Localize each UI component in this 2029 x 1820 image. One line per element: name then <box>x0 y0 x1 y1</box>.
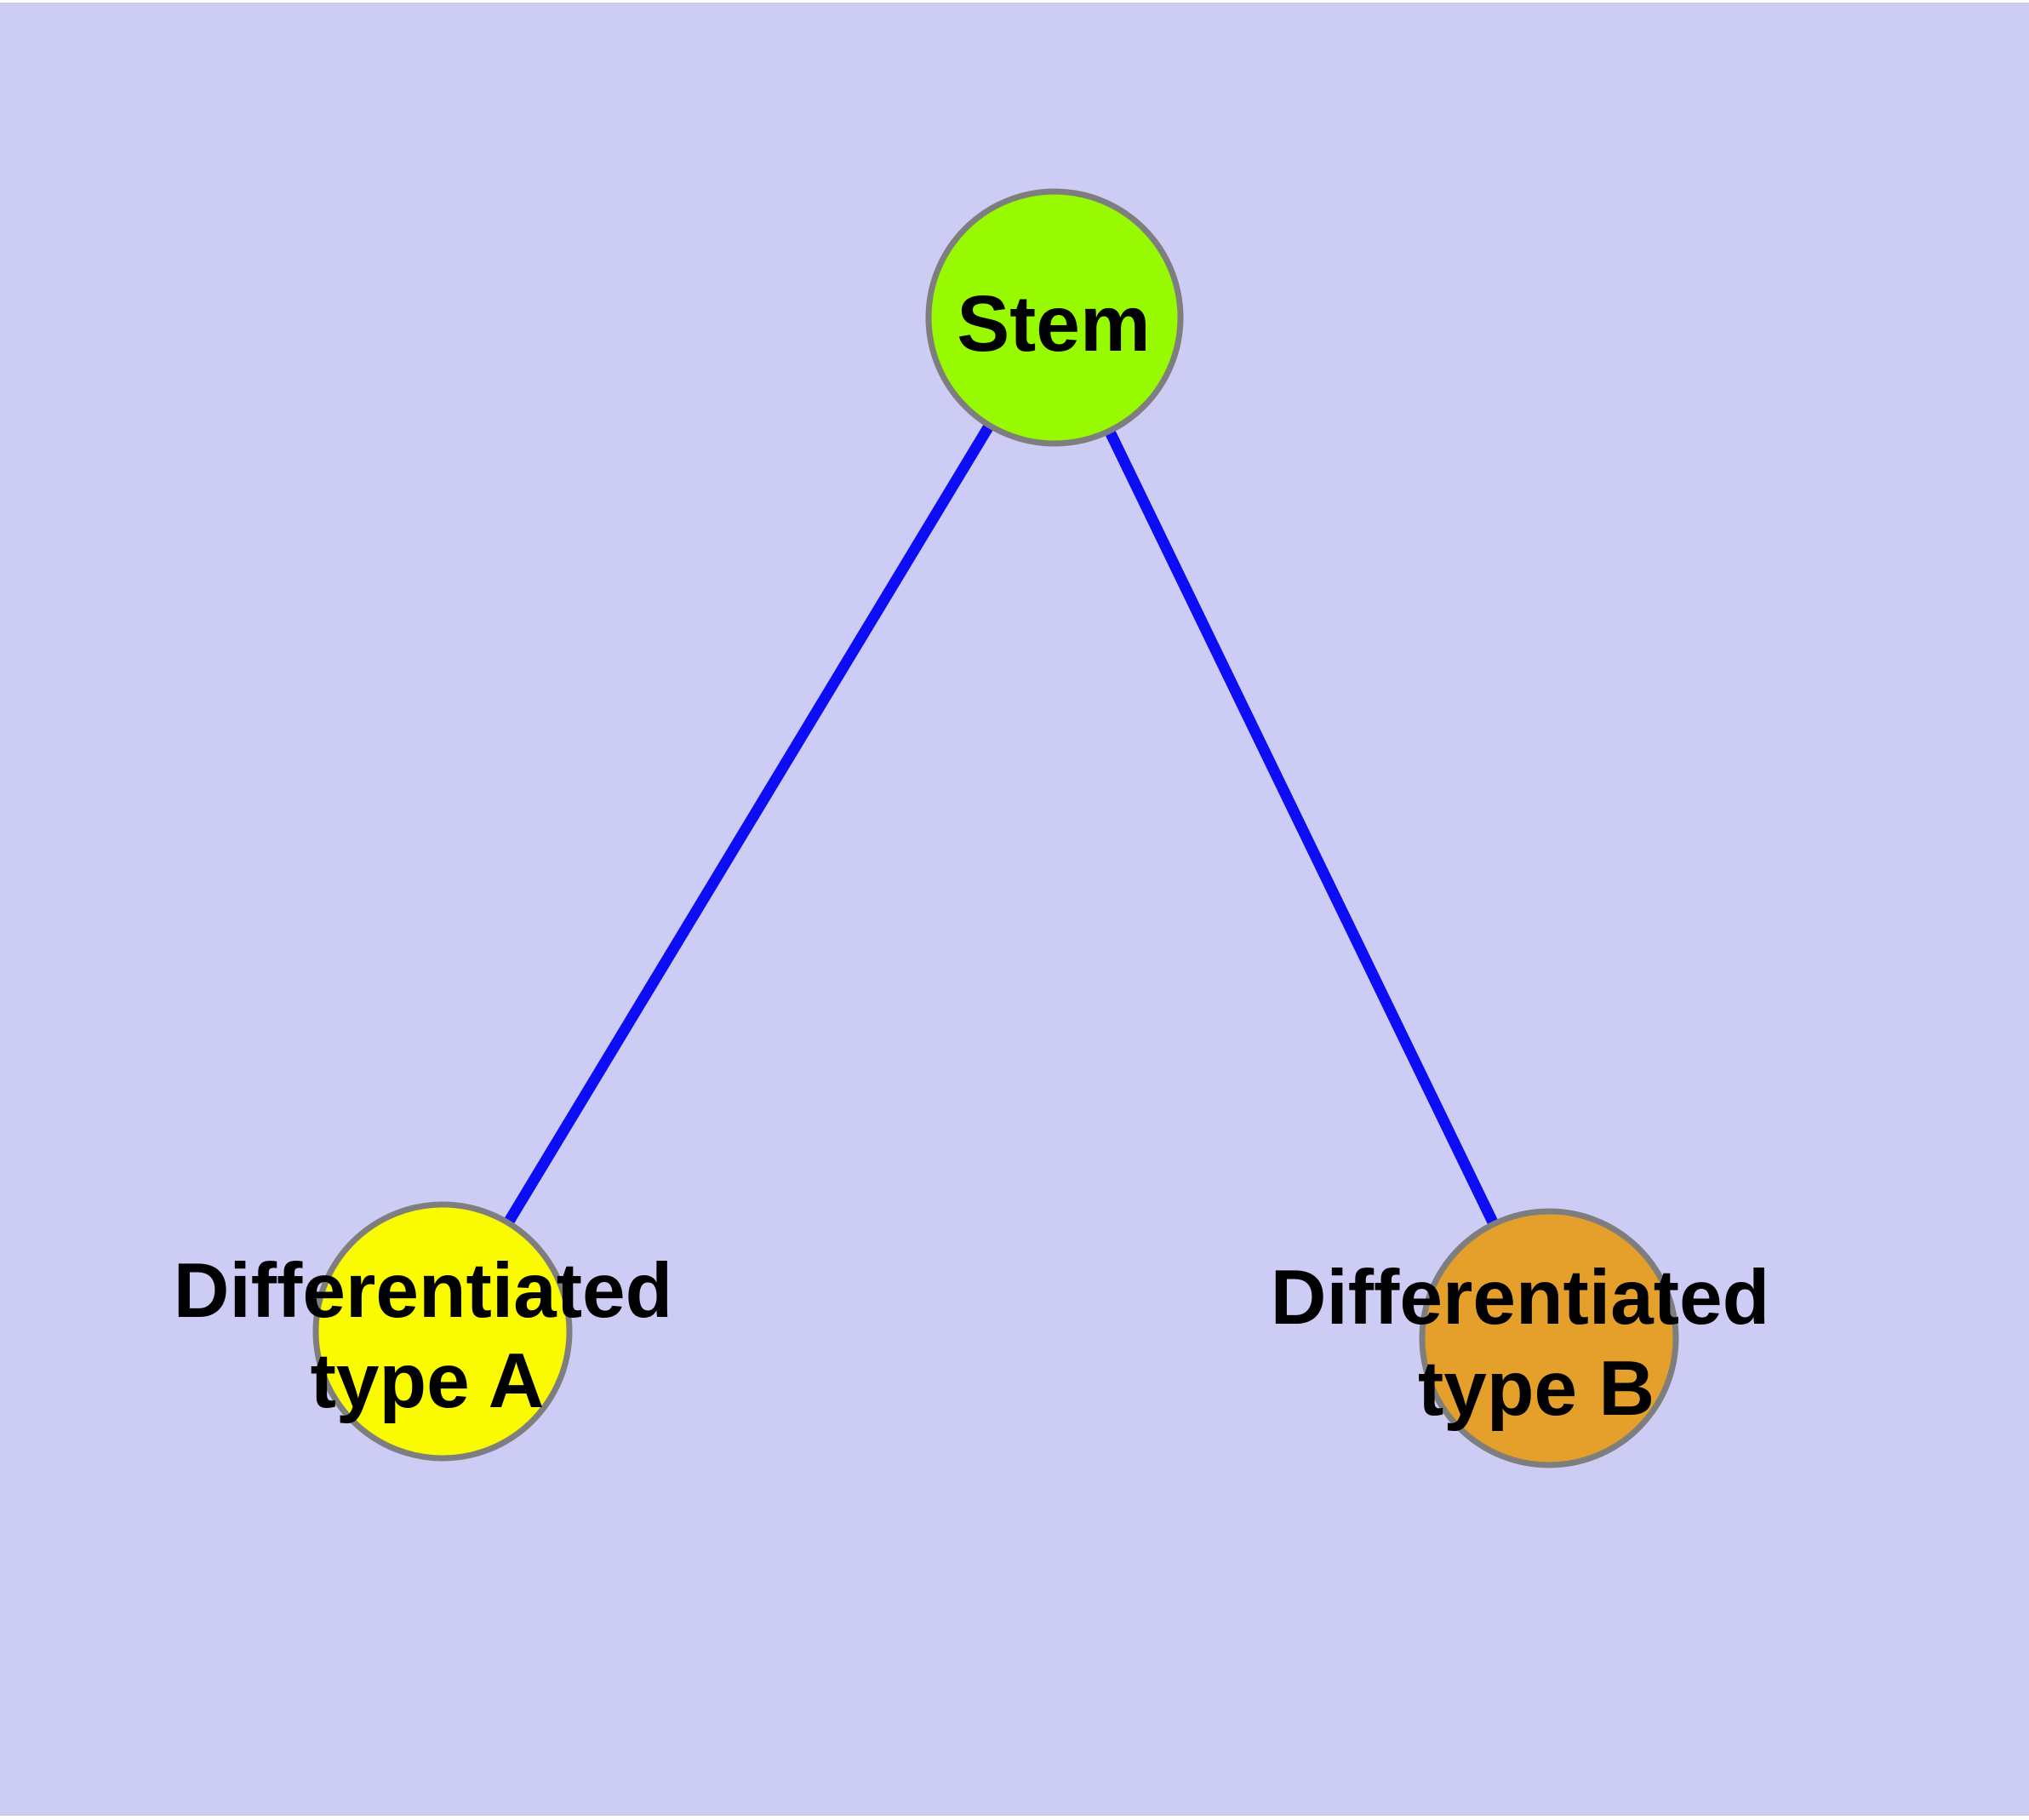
node-type-a-label-line2: type A <box>311 1338 545 1424</box>
edge-stem-to-type-a-line <box>437 314 1060 1335</box>
node-type-b-label-line2: type B <box>1418 1346 1655 1432</box>
node-type-b-label-line1: Differentiated <box>1271 1255 1770 1341</box>
edge-stem-to-type-b-line <box>1049 315 1554 1341</box>
node-type-a-circle <box>312 1201 573 1462</box>
node-type-a-label-line1: Differentiated <box>174 1248 673 1334</box>
node-type-b-circle <box>1419 1208 1679 1468</box>
node-stem-label: Stem <box>957 279 1150 368</box>
node-stem-circle <box>925 188 1184 447</box>
